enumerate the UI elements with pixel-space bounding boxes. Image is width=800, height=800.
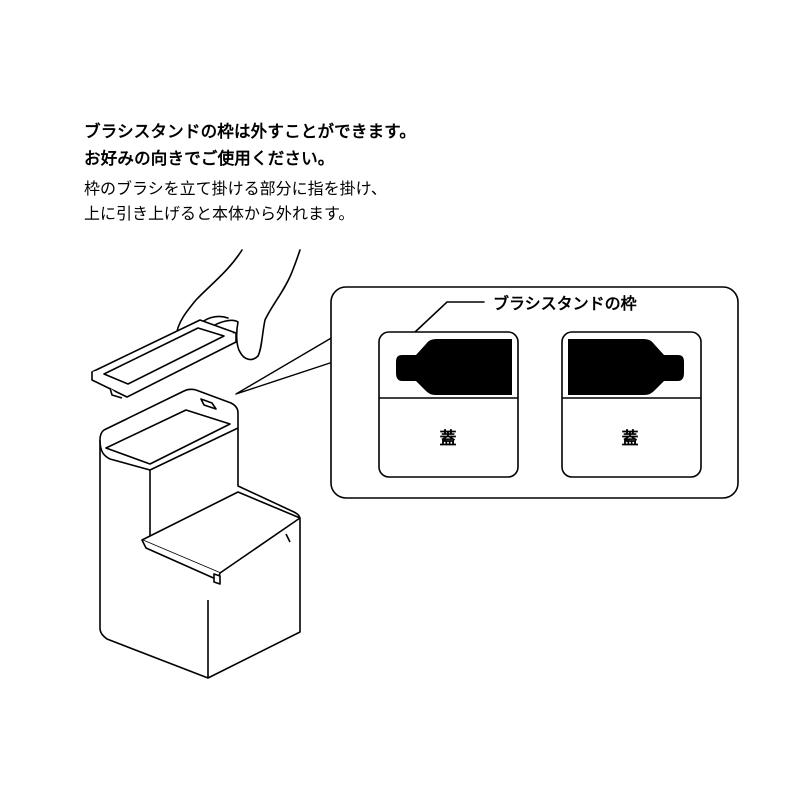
instruction-line-1: 枠のブラシを立て掛ける部分に指を掛け、 [84, 179, 387, 198]
top-view-right: 蓋 [561, 331, 702, 478]
instruction-line-2: 上に引き上げると本体から外れます。 [84, 204, 355, 223]
lid-label-left: 蓋 [440, 429, 457, 449]
main-body-illustration [99, 388, 301, 679]
heading-line-1: ブラシスタンドの枠は外すことができます。 [84, 122, 417, 141]
top-view-left: 蓋 [378, 331, 519, 478]
lid-label-right: 蓋 [622, 429, 639, 449]
brush-slot-right [568, 339, 684, 395]
brush-stand-frame-illustration [91, 319, 237, 399]
brush-slot-left [396, 339, 512, 395]
callout-leader-line [413, 301, 485, 334]
instruction-text: 枠のブラシを立て掛ける部分に指を掛け、 上に引き上げると本体から外れます。 [84, 176, 387, 226]
callout-label: ブラシスタンドの枠 [493, 294, 637, 313]
heading: ブラシスタンドの枠は外すことができます。 お好みの向きでご使用ください。 [84, 118, 416, 172]
heading-line-2: お好みの向きでご使用ください。 [84, 149, 335, 168]
